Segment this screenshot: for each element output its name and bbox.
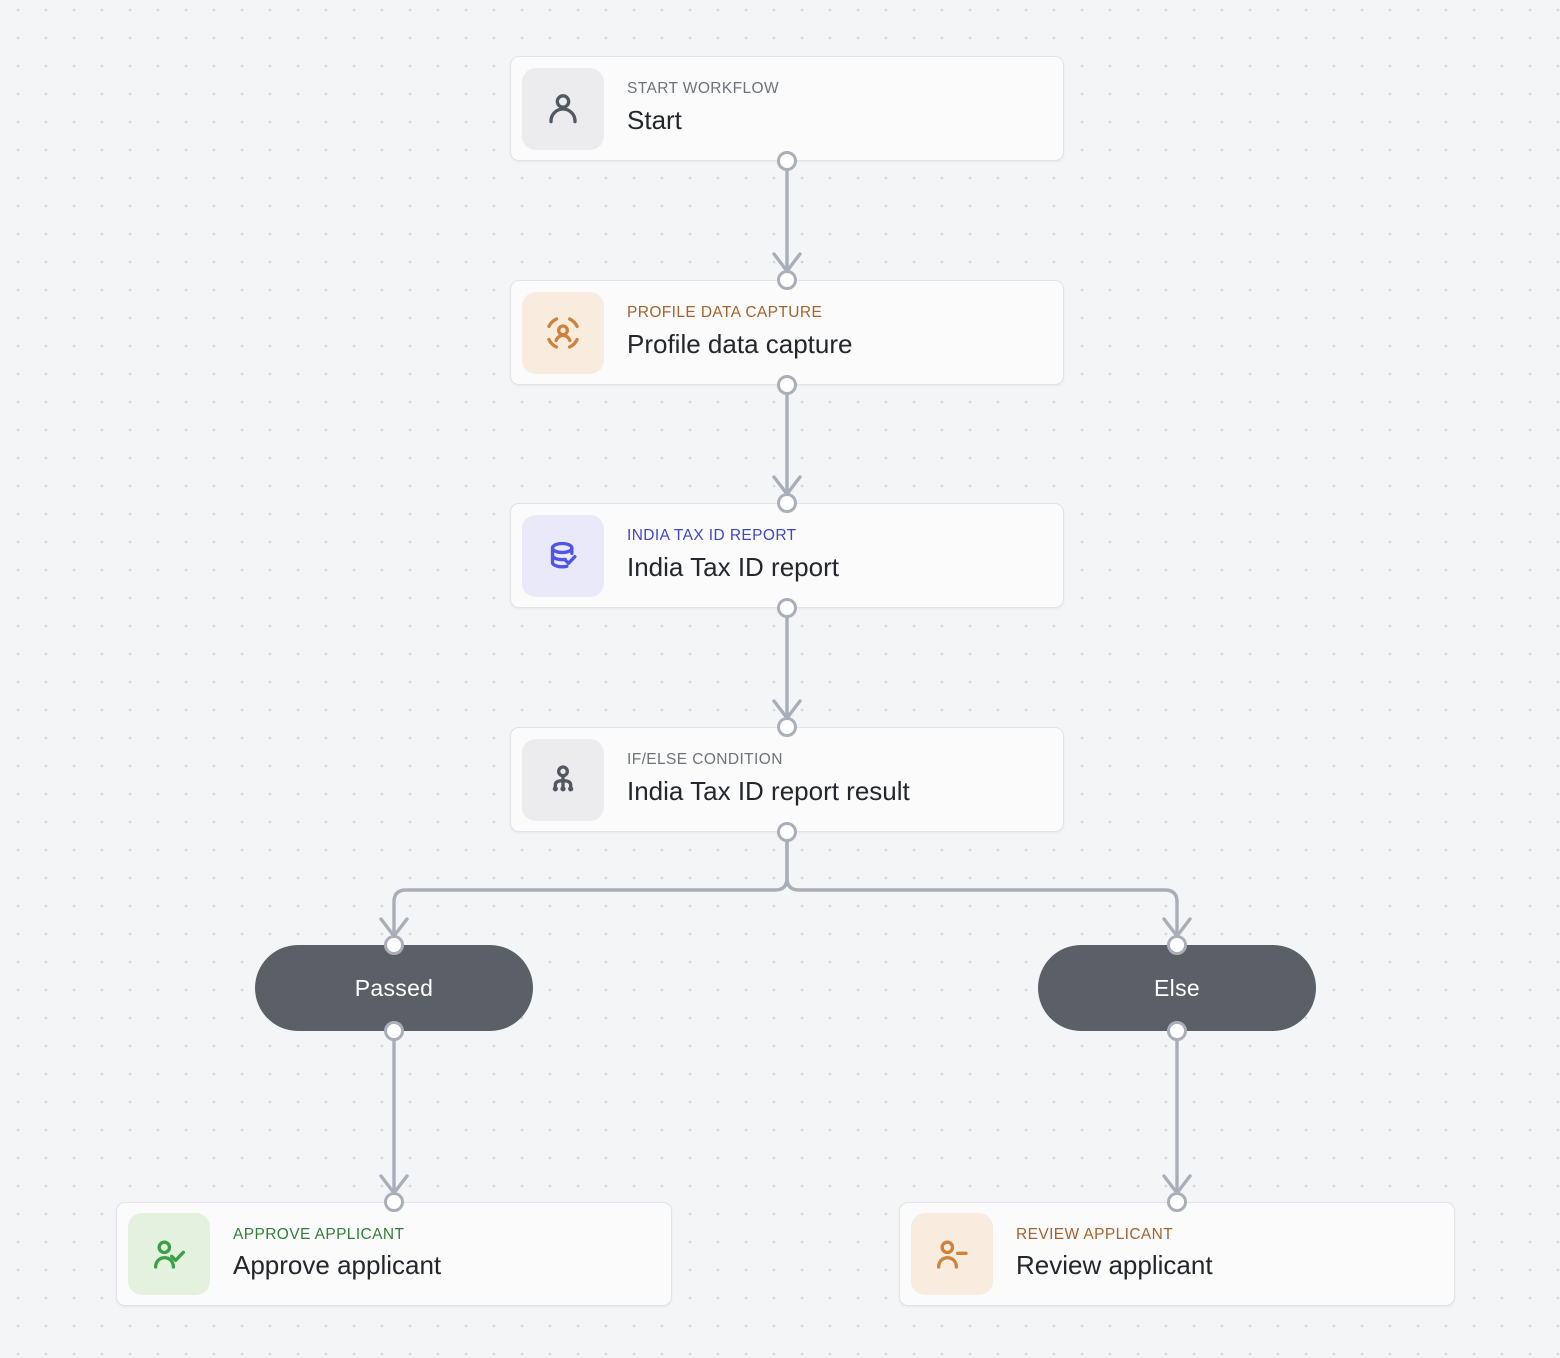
node-icon-tile (911, 1213, 993, 1295)
node-title: India Tax ID report (627, 551, 839, 582)
branch-label: Else (1154, 974, 1200, 1001)
user-minus-icon (937, 1240, 968, 1269)
user-check-icon (154, 1240, 185, 1269)
node-type-label: IF/ELSE CONDITION (627, 751, 783, 769)
node-icon-tile (522, 738, 604, 821)
node-title: Profile data capture (627, 328, 853, 359)
database-check-icon (550, 541, 577, 568)
node-profile-data-capture[interactable]: PROFILE DATA CAPTURE Profile data captur… (510, 280, 1064, 385)
branch-pill-passed[interactable]: Passed (255, 945, 533, 1031)
port-passed-bottom[interactable] (384, 1021, 404, 1041)
branch-label: Passed (354, 974, 434, 1001)
node-start-workflow[interactable]: START WORKFLOW Start (510, 56, 1064, 161)
node-approve-applicant[interactable]: APPROVE APPLICANT Approve applicant (116, 1202, 672, 1306)
node-type-label: APPROVE APPLICANT (233, 1225, 405, 1243)
arrowhead-icon (379, 917, 409, 938)
arrowhead-icon (772, 252, 802, 273)
branch-icon (552, 764, 574, 791)
port-else-top[interactable] (1167, 935, 1187, 955)
user-scan-icon (545, 315, 581, 350)
node-if-else-condition[interactable]: IF/ELSE CONDITION India Tax ID report re… (510, 727, 1064, 832)
node-type-label: INDIA TAX ID REPORT (627, 527, 797, 545)
node-title: India Tax ID report result (627, 775, 910, 806)
node-icon-tile (522, 514, 604, 597)
node-icon-tile (522, 291, 604, 374)
edge-ifelse-passed (392, 840, 789, 936)
port-profile-top[interactable] (777, 270, 797, 290)
arrowhead-icon (772, 699, 802, 720)
arrowhead-icon (1162, 917, 1192, 938)
node-icon-tile (522, 67, 604, 150)
port-review-top[interactable] (1167, 1192, 1187, 1212)
port-profile-bottom[interactable] (777, 375, 797, 395)
node-india-tax-id-report[interactable]: INDIA TAX ID REPORT India Tax ID report (510, 503, 1064, 608)
node-type-label: START WORKFLOW (627, 80, 779, 98)
node-title: Review applicant (1016, 1250, 1213, 1281)
port-start-bottom[interactable] (777, 151, 797, 171)
port-india-bottom[interactable] (777, 598, 797, 618)
port-passed-top[interactable] (384, 935, 404, 955)
node-review-applicant[interactable]: REVIEW APPLICANT Review applicant (899, 1202, 1455, 1306)
arrowhead-icon (379, 1174, 409, 1195)
branch-pill-else[interactable]: Else (1038, 945, 1316, 1031)
port-ifelse-top[interactable] (777, 717, 797, 737)
port-india-top[interactable] (777, 493, 797, 513)
port-else-bottom[interactable] (1167, 1021, 1187, 1041)
node-title: Approve applicant (233, 1250, 442, 1281)
node-type-label: REVIEW APPLICANT (1016, 1225, 1174, 1243)
user-icon (549, 93, 577, 123)
edge-ifelse-else (785, 840, 1179, 936)
arrowhead-icon (1162, 1174, 1192, 1195)
node-type-label: PROFILE DATA CAPTURE (627, 304, 823, 322)
node-icon-tile (128, 1213, 210, 1295)
arrowhead-icon (772, 475, 802, 496)
node-title: Start (627, 104, 682, 135)
port-ifelse-bottom[interactable] (777, 822, 797, 842)
port-approve-top[interactable] (384, 1192, 404, 1212)
